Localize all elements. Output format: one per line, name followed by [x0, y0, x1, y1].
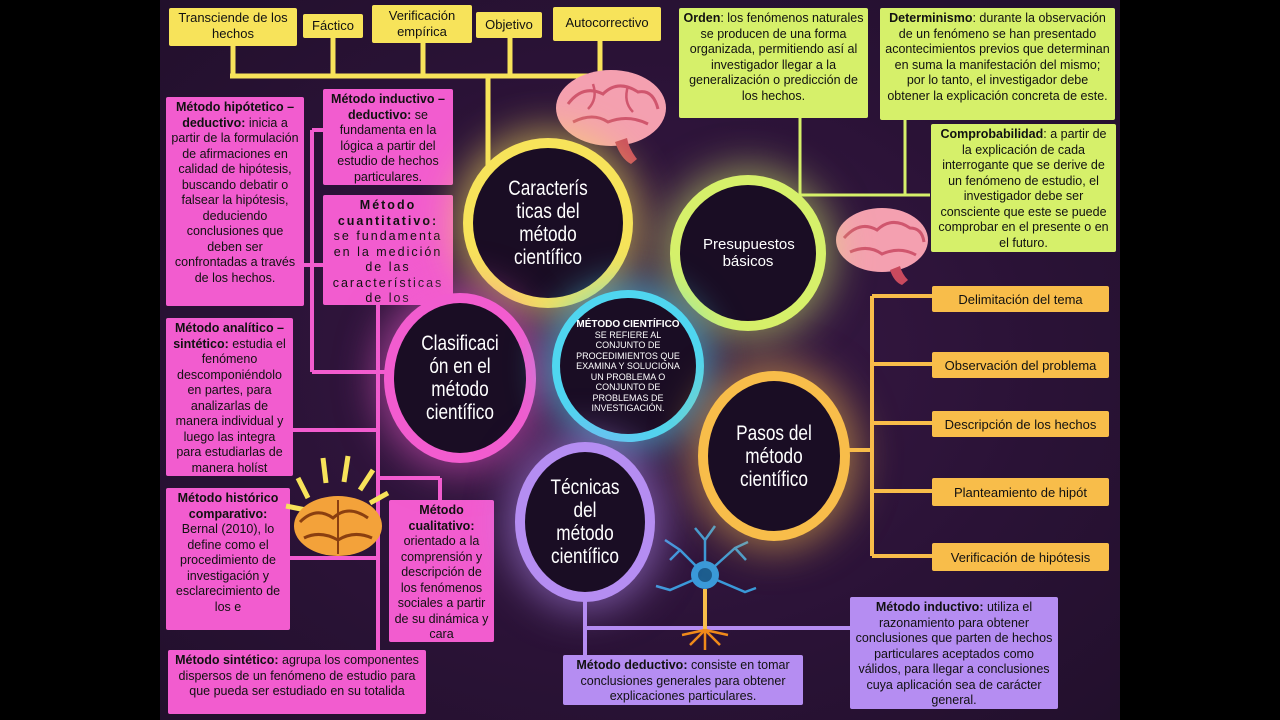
metodo-deductivo-box: Método deductivo: consiste en tomar conc… — [563, 655, 803, 705]
hub-caracteristicas: Caracterís ticas del método científico — [473, 148, 623, 298]
property-verificacion: Verificación empírica — [372, 5, 472, 43]
hub-clasificacion: Clasificaci ón en el método científico — [394, 303, 526, 453]
metodo-historico-box: Método histórico comparativo: Bernal (20… — [166, 488, 290, 630]
paso-observacion: Observación del problema — [932, 352, 1109, 378]
connector-lines — [230, 38, 932, 655]
paso-delimitacion: Delimitación del tema — [932, 286, 1109, 312]
paso-planteamiento: Planteamiento de hipót — [932, 478, 1109, 506]
glowing-brain-icon — [285, 455, 390, 556]
determinismo-box: Determinismo: durante la observación de … — [880, 8, 1115, 120]
hub-tecnicas: Técnicas del método científico — [525, 452, 645, 592]
paso-verificacion: Verificación de hipótesis — [932, 543, 1109, 571]
property-objetivo: Objetivo — [476, 12, 542, 38]
property-autocorrectivo: Autocorrectivo — [553, 7, 661, 41]
metodo-hipotetico-box: Método hipótetico – deductivo: inicia a … — [166, 97, 304, 306]
metodo-sintetico-box: Método sintético: agrupa los componentes… — [168, 650, 426, 714]
metodo-analitico-box: Método analítico – sintético: estudia el… — [166, 318, 293, 476]
mind-map-canvas: Transciende de los hechos Fáctico Verifi… — [160, 0, 1120, 720]
comprobabilidad-box: Comprobabilidad: a partir de la explicac… — [931, 124, 1116, 252]
neuron-icon — [655, 525, 757, 650]
brain-icon — [556, 70, 666, 164]
brain-icon-small — [836, 208, 928, 285]
hub-presupuestos: Presupuestos básicos — [680, 185, 816, 321]
metodo-inductivo-deductivo-box: Método inductivo – deductivo: se fundame… — [323, 89, 453, 185]
property-transciende: Transciende de los hechos — [169, 8, 297, 46]
hub-center-metodo: MÉTODO CIENTÍFICO SE REFIERE AL CONJUNTO… — [560, 298, 696, 434]
metodo-inductivo-box: Método inductivo: utiliza el razonamient… — [850, 597, 1058, 709]
metodo-cuantitativo-box: Método cuantitativo: se fundamenta en la… — [323, 195, 453, 305]
hub-pasos: Pasos del método científico — [708, 381, 840, 531]
property-factico: Fáctico — [303, 14, 363, 38]
paso-descripcion: Descripción de los hechos — [932, 411, 1109, 437]
orden-box: Orden: los fenómenos naturales se produc… — [679, 8, 868, 118]
metodo-cualitativo-box: Método cualitativo: orientado a la compr… — [389, 500, 494, 642]
